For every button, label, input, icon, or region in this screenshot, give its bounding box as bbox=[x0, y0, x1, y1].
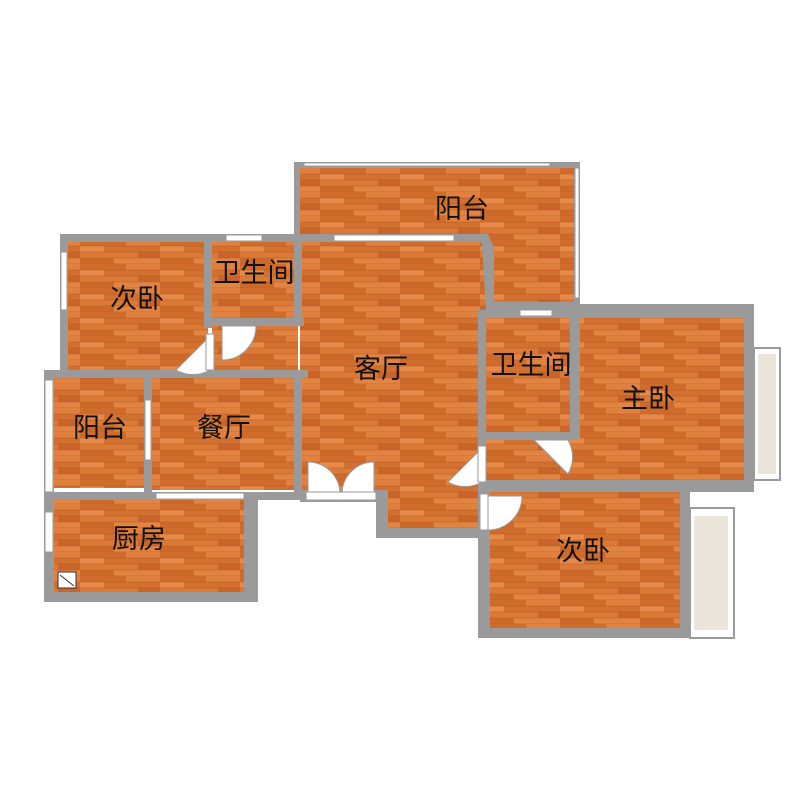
floor-living-room bbox=[300, 242, 486, 530]
window-living-north bbox=[333, 234, 455, 242]
door-bedroom-south bbox=[487, 495, 523, 531]
window-dining bbox=[144, 399, 152, 461]
bay-windows bbox=[689, 347, 781, 639]
windows bbox=[44, 162, 580, 553]
window-balcony-west bbox=[44, 379, 54, 493]
door-bath-east bbox=[532, 439, 574, 475]
label-kitchen: 厨房 bbox=[112, 524, 166, 555]
door-bath-west bbox=[221, 325, 257, 361]
floor-dining-room bbox=[152, 378, 294, 490]
label-balcony-west: 阳台 bbox=[73, 413, 127, 444]
window-dining-south bbox=[155, 492, 245, 500]
window-balcony-north bbox=[303, 162, 551, 167]
floor-master-bedroom bbox=[576, 316, 746, 482]
label-bedroom-west: 次卧 bbox=[110, 284, 164, 315]
floor-bedroom-south bbox=[490, 492, 680, 628]
label-bedroom-south: 次卧 bbox=[556, 536, 610, 567]
floor-kitchen bbox=[54, 500, 244, 592]
window-kitchen bbox=[44, 511, 54, 553]
label-bathroom-west: 卫生间 bbox=[214, 258, 295, 289]
sink-icon bbox=[57, 571, 77, 589]
floor-balcony-west bbox=[54, 378, 144, 488]
room-labels: 阳台 次卧 卫生间 客厅 卫生间 主卧 阳台 餐厅 厨房 次卧 bbox=[73, 194, 675, 567]
floor-bedroom-west bbox=[68, 242, 208, 370]
label-bathroom-east: 卫生间 bbox=[491, 350, 572, 381]
window-bath-east bbox=[519, 309, 553, 317]
doors bbox=[175, 325, 574, 531]
label-master-bedroom: 主卧 bbox=[621, 384, 675, 415]
label-balcony-north: 阳台 bbox=[435, 194, 489, 225]
floor-areas bbox=[54, 168, 746, 628]
floor-bathroom-west bbox=[212, 242, 298, 320]
floor-bathroom-east bbox=[486, 318, 576, 438]
window-bedroom-west bbox=[60, 251, 68, 311]
window-bath-west bbox=[225, 234, 263, 242]
label-dining-room: 餐厅 bbox=[197, 413, 251, 444]
label-living-room: 客厅 bbox=[354, 354, 408, 385]
window-balcony-north-side bbox=[574, 167, 580, 299]
